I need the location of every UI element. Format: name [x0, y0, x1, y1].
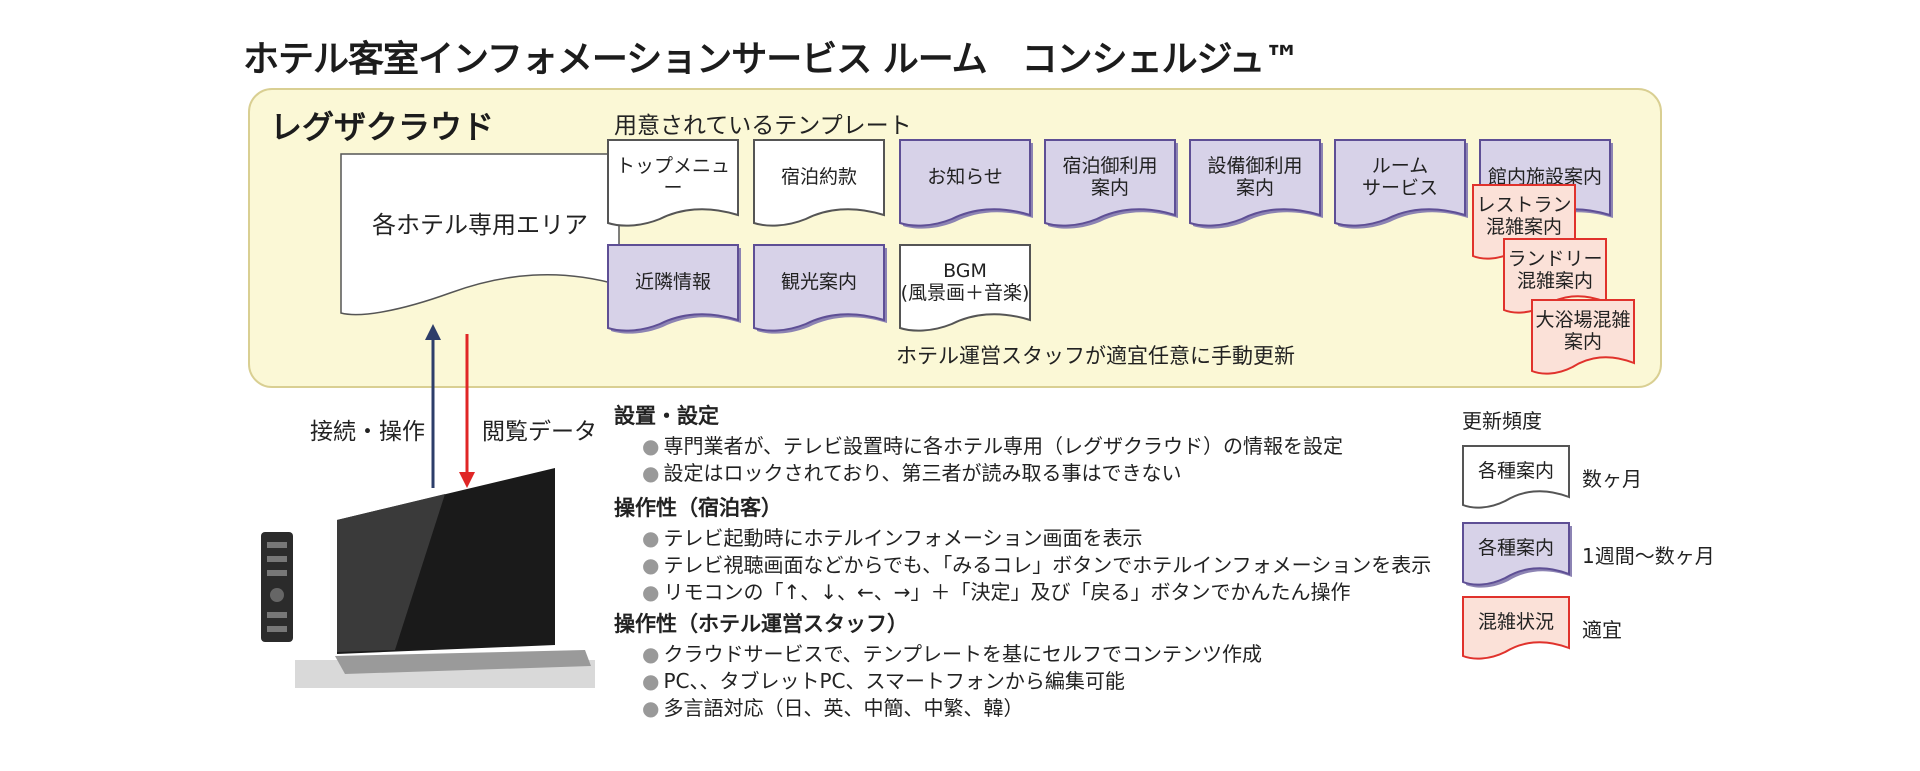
- template-3-shape: [899, 139, 1033, 229]
- template-2-label: 宿泊約款: [780, 166, 857, 188]
- staff-note: ホテル運営スタッフが適宜任意に手動更新: [896, 344, 1295, 368]
- bullet-dot-icon: ●: [642, 580, 660, 604]
- template-9-shape: [753, 244, 887, 334]
- congestion-template-3-label: 大浴場混雑 案内: [1535, 309, 1631, 353]
- template-10-shape: [899, 244, 1031, 332]
- section-3-bullet: ●PC、、タブレットPC、スマートフォンから編集可能: [642, 665, 1125, 694]
- section-2-bullet: ●テレビ起動時にホテルインフォメーション画面を表示: [642, 522, 1142, 551]
- section-3-bullet: ●多言語対応（日、英、中簡、中繁、韓）: [642, 692, 1023, 721]
- arrow-down-label: 閲覧データ: [482, 419, 597, 445]
- legend-frequency-2: 1週間～数ヶ月: [1582, 544, 1715, 568]
- bullet-text: リモコンの「↑、↓、←、→」＋「決定」及び「戻る」ボタンでかんたん操作: [663, 580, 1351, 604]
- template-7-label: 館内施設案内: [1487, 166, 1602, 188]
- template-9-label: 観光案内: [780, 271, 857, 293]
- remote-button-row: [267, 612, 287, 618]
- template-8-shape: [607, 244, 741, 334]
- hotel-area-label: 各ホテル専用エリア: [372, 211, 588, 239]
- section-3-bullet: ●クラウドサービスで、テンプレートを基にセルフでコンテンツ作成: [642, 638, 1262, 667]
- arrow-up-label: 接続・操作: [310, 419, 425, 445]
- template-3-label: お知らせ: [927, 166, 1003, 188]
- bullet-text: テレビ起動時にホテルインフォメーション画面を表示: [663, 526, 1143, 550]
- congestion-template-2-label: ランドリー 混雑案内: [1507, 248, 1603, 292]
- template-8-label: 近隣情報: [634, 271, 711, 293]
- bullet-dot-icon: ●: [642, 526, 660, 550]
- legend-item-2-shape: [1462, 522, 1572, 588]
- bullet-text: 専門業者が、テレビ設置時に各ホテル専用（レグザクラウド）の情報を設定: [663, 434, 1344, 458]
- bullet-text: クラウドサービスで、テンプレートを基にセルフでコンテンツ作成: [663, 642, 1263, 666]
- congestion-template-1-label: レストラン 混雑案内: [1476, 194, 1572, 238]
- legend-frequency-1: 数ヶ月: [1582, 467, 1642, 491]
- template-6-shape: [1334, 139, 1468, 229]
- template-6-label: ルーム サービス: [1361, 155, 1438, 199]
- section-heading-2: 操作性（宿泊客）: [614, 496, 782, 520]
- bullet-dot-icon: ●: [642, 553, 660, 577]
- template-10-label: BGM (風景画＋音楽): [900, 260, 1030, 304]
- legend-item-1-label: 各種案内: [1477, 460, 1554, 482]
- tv-illustration: [261, 468, 595, 688]
- section-1-bullet: ●設定はロックされており、第三者が読み取る事はできない: [642, 457, 1181, 486]
- remote-button-row: [267, 626, 287, 632]
- section-heading-1: 設置・設定: [614, 404, 719, 428]
- legend-item-1-shape: [1462, 445, 1570, 509]
- templates-heading: 用意されているテンプレート: [614, 113, 912, 139]
- hotel-area-doc: [340, 153, 620, 316]
- remote-control-icon: [261, 532, 293, 642]
- section-2-bullet: ●テレビ視聴画面などからでも、「みるコレ」ボタンでホテルインフォメーションを表示: [642, 549, 1431, 578]
- template-1-shape: [607, 139, 739, 227]
- bullet-text: 設定はロックされており、第三者が読み取る事はできない: [663, 461, 1182, 485]
- section-heading-3: 操作性（ホテル運営スタッフ）: [614, 612, 908, 636]
- bullet-text: PC、、タブレットPC、スマートフォンから編集可能: [663, 669, 1125, 693]
- legend-frequency-3: 適宜: [1582, 618, 1622, 642]
- arrow-down-head: [459, 472, 475, 488]
- arrows: [425, 324, 475, 488]
- template-5-label: 設備御利用 案内: [1207, 155, 1303, 199]
- bullet-dot-icon: ●: [642, 434, 660, 458]
- arrow-up-head: [425, 324, 441, 340]
- section-1-bullet: ●専門業者が、テレビ設置時に各ホテル専用（レグザクラウド）の情報を設定: [642, 430, 1343, 459]
- template-1-label: トップメニュー: [615, 155, 730, 199]
- bullet-dot-icon: ●: [642, 461, 660, 485]
- bullet-text: テレビ視聴画面などからでも、「みるコレ」ボタンでホテルインフォメーションを表示: [663, 553, 1432, 577]
- tv-stand: [335, 650, 591, 674]
- remote-button-row: [267, 570, 287, 576]
- bullet-text: 多言語対応（日、英、中簡、中繁、韓）: [663, 696, 1024, 720]
- remote-button-row: [267, 556, 287, 562]
- bullet-dot-icon: ●: [642, 696, 660, 720]
- template-4-shape: [1044, 139, 1178, 229]
- remote-dpad: [270, 588, 284, 602]
- bullet-dot-icon: ●: [642, 642, 660, 666]
- legend-item-2-label: 各種案内: [1477, 537, 1554, 559]
- template-2-shape: [753, 139, 885, 227]
- legend-item-3-label: 混雑状況: [1477, 611, 1554, 633]
- remote-button-row: [267, 542, 287, 548]
- page-title: ホテル客室インフォメーションサービス ルーム コンシェルジュ™: [243, 39, 1300, 80]
- template-5-shape: [1189, 139, 1323, 229]
- bullet-dot-icon: ●: [642, 669, 660, 693]
- template-4-label: 宿泊御利用 案内: [1062, 155, 1158, 199]
- section-2-bullet: ●リモコンの「↑、↓、←、→」＋「決定」及び「戻る」ボタンでかんたん操作: [642, 576, 1350, 605]
- legend-item-3-shape: [1462, 596, 1570, 660]
- legend-heading: 更新頻度: [1462, 409, 1542, 433]
- cloud-label: レグザクラウド: [270, 108, 495, 146]
- congestion-template-3-shape: [1531, 299, 1635, 375]
- tv-screen-reflection: [337, 494, 445, 652]
